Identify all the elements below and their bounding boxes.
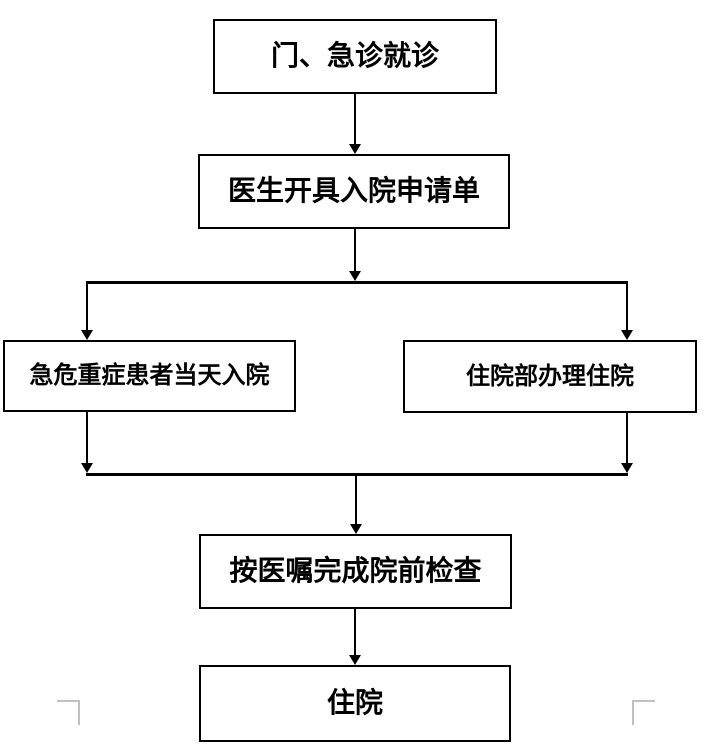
flow-node-label: 门、急诊就诊 [270,39,439,73]
flow-node-hospitalization: 住院 [199,665,511,742]
arrowhead-down-icon [349,655,361,665]
arrowhead-down-icon [81,330,93,340]
flow-node-inpatient-dept-handles-admission: 住院部办理住院 [403,340,697,413]
connector-line [86,284,88,330]
connector-line [355,476,357,524]
flow-node-complete-pre-admission-exams: 按医嘱完成院前检查 [199,534,512,609]
table-corner-mark-right [632,700,655,725]
merge-bar [86,473,628,476]
arrowhead-down-icon [350,524,362,534]
flow-node-label: 医生开具入院申请单 [227,174,480,208]
flow-node-critical-patient-same-day-admission: 急危重症患者当天入院 [3,340,296,412]
branch-bar [86,281,628,284]
connector-line [626,413,628,463]
arrowhead-down-icon [349,144,361,154]
connector-line [354,609,356,655]
arrowhead-down-icon [81,463,93,473]
flow-node-outpatient-emergency-visit: 门、急诊就诊 [213,19,497,94]
connector-line [354,229,356,272]
flow-node-label: 急危重症患者当天入院 [29,361,270,390]
table-corner-mark-left [57,700,80,725]
connector-line [626,284,628,330]
flow-node-doctor-issues-admission-form: 医生开具入院申请单 [198,154,510,229]
arrowhead-down-icon [621,463,633,473]
arrowhead-down-icon [349,271,361,281]
connector-line [86,412,88,463]
arrowhead-down-icon [621,330,633,340]
flow-node-label: 住院 [326,686,383,720]
flow-node-label: 住院部办理住院 [466,361,634,390]
flow-node-label: 按医嘱完成院前检查 [229,554,482,588]
connector-line [354,94,356,145]
